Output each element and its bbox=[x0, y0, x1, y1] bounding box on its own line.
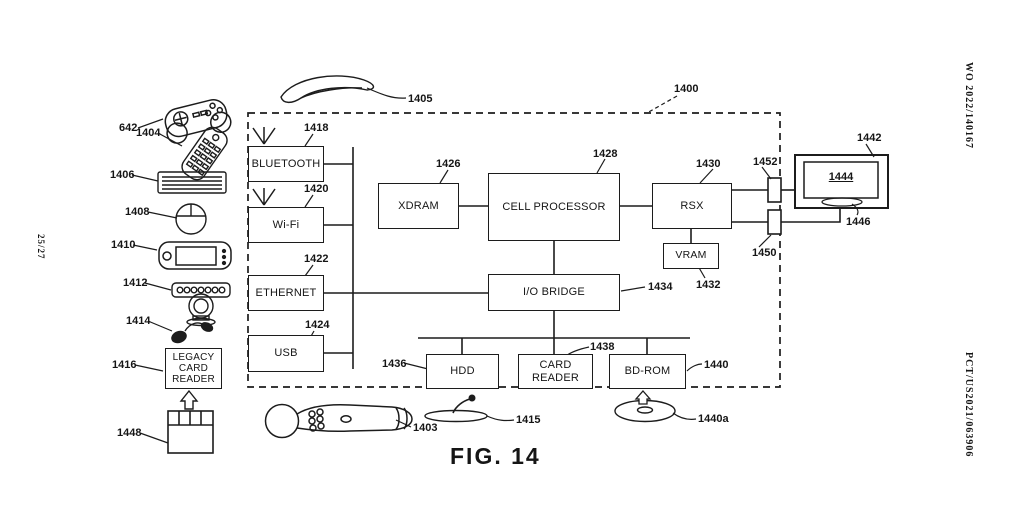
ref-1452: 1452 bbox=[753, 156, 778, 168]
ref-1403: 1403 bbox=[413, 422, 438, 434]
headset-illustration bbox=[171, 322, 214, 344]
block-usb-label: USB bbox=[274, 347, 298, 360]
ref-1448: 1448 bbox=[117, 427, 142, 439]
ref-1415: 1415 bbox=[516, 414, 541, 426]
block-xdram: XDRAM bbox=[378, 183, 459, 229]
block-io-bridge: I/O BRIDGE bbox=[488, 274, 620, 311]
block-hdd-label: HDD bbox=[450, 365, 475, 378]
ref-642: 642 bbox=[119, 122, 138, 134]
ref-1432: 1432 bbox=[696, 279, 721, 291]
block-vram-label: VRAM bbox=[675, 249, 707, 262]
block-usb: USB bbox=[248, 335, 324, 372]
insert-arrow-icon bbox=[179, 389, 199, 410]
block-legacy-card-reader: LEGACY CARD READER bbox=[165, 348, 222, 389]
ref-1426: 1426 bbox=[436, 158, 461, 170]
ref-1405: 1405 bbox=[408, 93, 433, 105]
ref-1436: 1436 bbox=[382, 358, 407, 370]
bluetooth-wireless-arrow-icon bbox=[252, 127, 276, 145]
ref-1424: 1424 bbox=[305, 319, 330, 331]
block-bd-rom-label: BD-ROM bbox=[624, 365, 671, 378]
ref-1450: 1450 bbox=[752, 247, 777, 259]
block-vram: VRAM bbox=[663, 243, 719, 269]
ref-1440a: 1440a bbox=[698, 413, 729, 425]
monitor-speaker bbox=[821, 197, 863, 207]
ref-1410: 1410 bbox=[111, 239, 136, 251]
block-wifi: Wi-Fi bbox=[248, 207, 324, 243]
block-cell-processor-label: CELL PROCESSOR bbox=[502, 200, 606, 213]
ref-1428: 1428 bbox=[593, 148, 618, 160]
ref-1406: 1406 bbox=[110, 169, 135, 181]
block-bd-rom: BD-ROM bbox=[609, 354, 686, 389]
publication-number: WO 2022/140167 bbox=[963, 62, 974, 150]
ref-1404: 1404 bbox=[136, 127, 161, 139]
application-number: PCT/US2021/063906 bbox=[963, 352, 974, 458]
ref-1438: 1438 bbox=[590, 341, 615, 353]
block-card-reader: CARD READER bbox=[518, 354, 593, 389]
block-hdd: HDD bbox=[426, 354, 499, 389]
ref-1442: 1442 bbox=[857, 132, 882, 144]
video-camera-illustration bbox=[171, 282, 231, 327]
block-io-bridge-label: I/O BRIDGE bbox=[523, 286, 585, 299]
monitor-illustration bbox=[794, 154, 889, 209]
leader-lines bbox=[131, 87, 875, 444]
block-rsx: RSX bbox=[652, 183, 732, 229]
ref-1400: 1400 bbox=[674, 83, 699, 95]
av-connector-top bbox=[767, 177, 782, 203]
ref-1418: 1418 bbox=[304, 122, 329, 134]
figure-caption: FIG. 14 bbox=[450, 443, 541, 469]
game-controller-illustration bbox=[164, 99, 232, 144]
disc-insert-arrow-icon bbox=[634, 390, 652, 405]
mouse-illustration bbox=[175, 203, 207, 235]
memory-card-illustration bbox=[167, 410, 214, 454]
ref-1446: 1446 bbox=[846, 216, 871, 228]
ref-1434: 1434 bbox=[648, 281, 673, 293]
block-legacy-card-reader-label: LEGACY CARD READER bbox=[172, 351, 215, 386]
block-card-reader-label: CARD READER bbox=[531, 359, 580, 384]
sheet-number: 25/27 bbox=[36, 234, 46, 260]
connection-lines bbox=[324, 147, 841, 369]
block-cell-processor: CELL PROCESSOR bbox=[488, 173, 620, 241]
system-boundary-box bbox=[247, 112, 781, 388]
block-rsx-label: RSX bbox=[680, 199, 704, 212]
block-ethernet: ETHERNET bbox=[248, 275, 324, 311]
block-wifi-label: Wi-Fi bbox=[272, 218, 300, 231]
ref-1430: 1430 bbox=[696, 158, 721, 170]
ref-1444-screen: 1444 bbox=[828, 171, 854, 183]
keyboard-illustration bbox=[157, 171, 227, 194]
ref-1422: 1422 bbox=[304, 253, 329, 265]
ref-1440: 1440 bbox=[704, 359, 729, 371]
remote-control-illustration bbox=[181, 126, 228, 181]
block-bluetooth-label: BLUETOOTH bbox=[251, 157, 321, 170]
ref-1420: 1420 bbox=[304, 183, 329, 195]
ref-1416: 1416 bbox=[112, 359, 137, 371]
ref-1414: 1414 bbox=[126, 315, 151, 327]
block-xdram-label: XDRAM bbox=[398, 199, 439, 212]
ref-1408: 1408 bbox=[125, 206, 150, 218]
move-controller-illustration bbox=[264, 403, 413, 439]
curved-controller-illustration bbox=[280, 75, 375, 104]
av-connector-bottom bbox=[767, 209, 782, 235]
handheld-console-illustration bbox=[158, 241, 232, 270]
block-ethernet-label: ETHERNET bbox=[255, 286, 317, 299]
block-bluetooth: BLUETOOTH bbox=[248, 146, 324, 182]
wifi-wireless-arrow-icon bbox=[252, 188, 276, 206]
ref-1412: 1412 bbox=[123, 277, 148, 289]
microphone-illustration bbox=[424, 394, 488, 423]
